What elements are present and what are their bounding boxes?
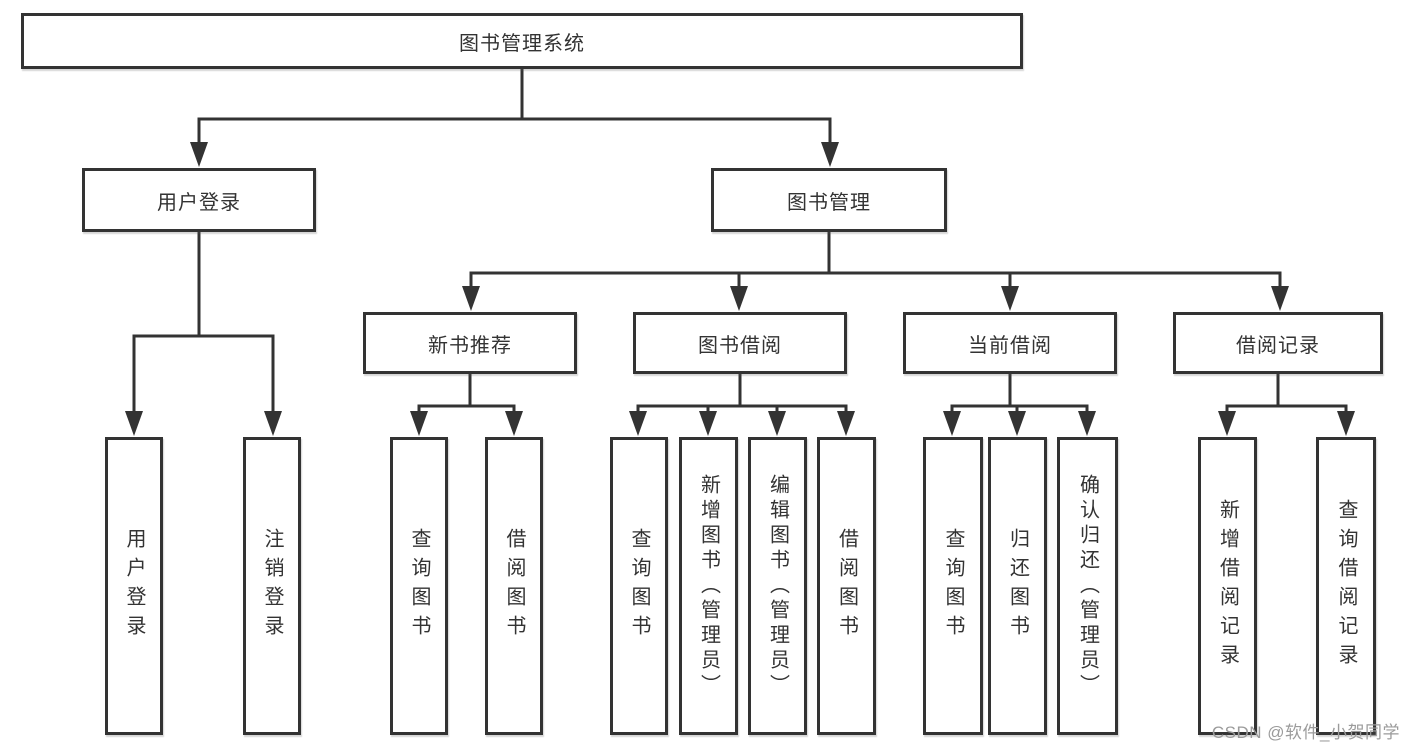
node-current-borrow: 当前借阅 — [903, 312, 1117, 374]
node-label: 图书管理 — [787, 191, 871, 214]
node-label: 借阅图书 — [835, 528, 858, 644]
node-label: 新书推荐 — [428, 334, 512, 357]
connector-book-borrow-to-leaves — [629, 373, 855, 436]
leaf-borrow-books-borrow: 借阅图书 — [817, 437, 876, 735]
leaf-add-books-admin: 新增图书（管理员） — [679, 437, 738, 735]
connector-user-login-to-leaves — [125, 231, 282, 436]
node-label: 注销登录 — [261, 528, 283, 644]
leaf-logout: 注销登录 — [243, 437, 301, 735]
node-label: 借阅图书 — [503, 528, 525, 644]
arrowhead-to-book-borrow — [730, 286, 748, 311]
connector-current-borrow-to-leaves — [943, 373, 1096, 436]
node-label: 编辑图书（管理员） — [766, 473, 789, 699]
leaf-query-borrow-record: 查询借阅记录 — [1316, 437, 1376, 735]
arrowhead-to-new-book-recommend — [462, 286, 480, 311]
leaf-query-books-recommend: 查询图书 — [390, 437, 448, 735]
connector-borrow-records-to-leaves — [1218, 373, 1355, 436]
node-label: 归还图书 — [1006, 528, 1029, 644]
node-label: 查询图书 — [628, 528, 650, 644]
node-library-management-system: 图书管理系统 — [21, 13, 1023, 69]
node-label: 用户登录 — [157, 191, 241, 214]
arrowhead-to-current-borrow — [1001, 286, 1019, 311]
node-label: 查询借阅记录 — [1335, 499, 1357, 673]
node-label: 新增借阅记录 — [1216, 499, 1239, 673]
node-label: 确认归还（管理员） — [1076, 473, 1099, 699]
arrowhead-to-leaf-user-login — [125, 411, 143, 436]
arrowhead-to-borrow-records — [1271, 286, 1289, 311]
leaf-add-borrow-record: 新增借阅记录 — [1198, 437, 1257, 735]
node-book-management: 图书管理 — [711, 168, 947, 232]
csdn-watermark: CSDN @软件_小贺同学 — [1211, 723, 1400, 742]
arrowhead-to-book-management — [821, 142, 839, 167]
connector-new-book-recommend-to-leaves — [410, 373, 523, 436]
node-label: 查询图书 — [942, 528, 964, 644]
node-new-book-recommend: 新书推荐 — [363, 312, 577, 374]
leaf-edit-books-admin: 编辑图书（管理员） — [748, 437, 807, 735]
leaf-return-books: 归还图书 — [988, 437, 1047, 735]
node-book-borrow: 图书借阅 — [633, 312, 847, 374]
node-label: 图书借阅 — [698, 334, 782, 357]
leaf-confirm-return-admin: 确认归还（管理员） — [1057, 437, 1118, 735]
leaf-query-books-current: 查询图书 — [923, 437, 983, 735]
connector-root-to-level2 — [190, 68, 839, 167]
leaf-borrow-books-recommend: 借阅图书 — [485, 437, 543, 735]
node-label: 当前借阅 — [968, 334, 1052, 357]
node-label: 图书管理系统 — [459, 32, 585, 55]
node-user-login: 用户登录 — [82, 168, 316, 232]
node-borrow-records: 借阅记录 — [1173, 312, 1383, 374]
node-label: 用户登录 — [123, 528, 145, 644]
arrowhead-to-leaf-logout — [264, 411, 282, 436]
leaf-query-books-borrow: 查询图书 — [610, 437, 668, 735]
node-label: 借阅记录 — [1236, 334, 1320, 357]
arrowhead-to-user-login — [190, 142, 208, 167]
connector-book-management-to-level3 — [462, 232, 1289, 311]
leaf-user-login: 用户登录 — [105, 437, 163, 735]
node-label: 查询图书 — [408, 528, 430, 644]
node-label: 新增图书（管理员） — [697, 473, 720, 699]
